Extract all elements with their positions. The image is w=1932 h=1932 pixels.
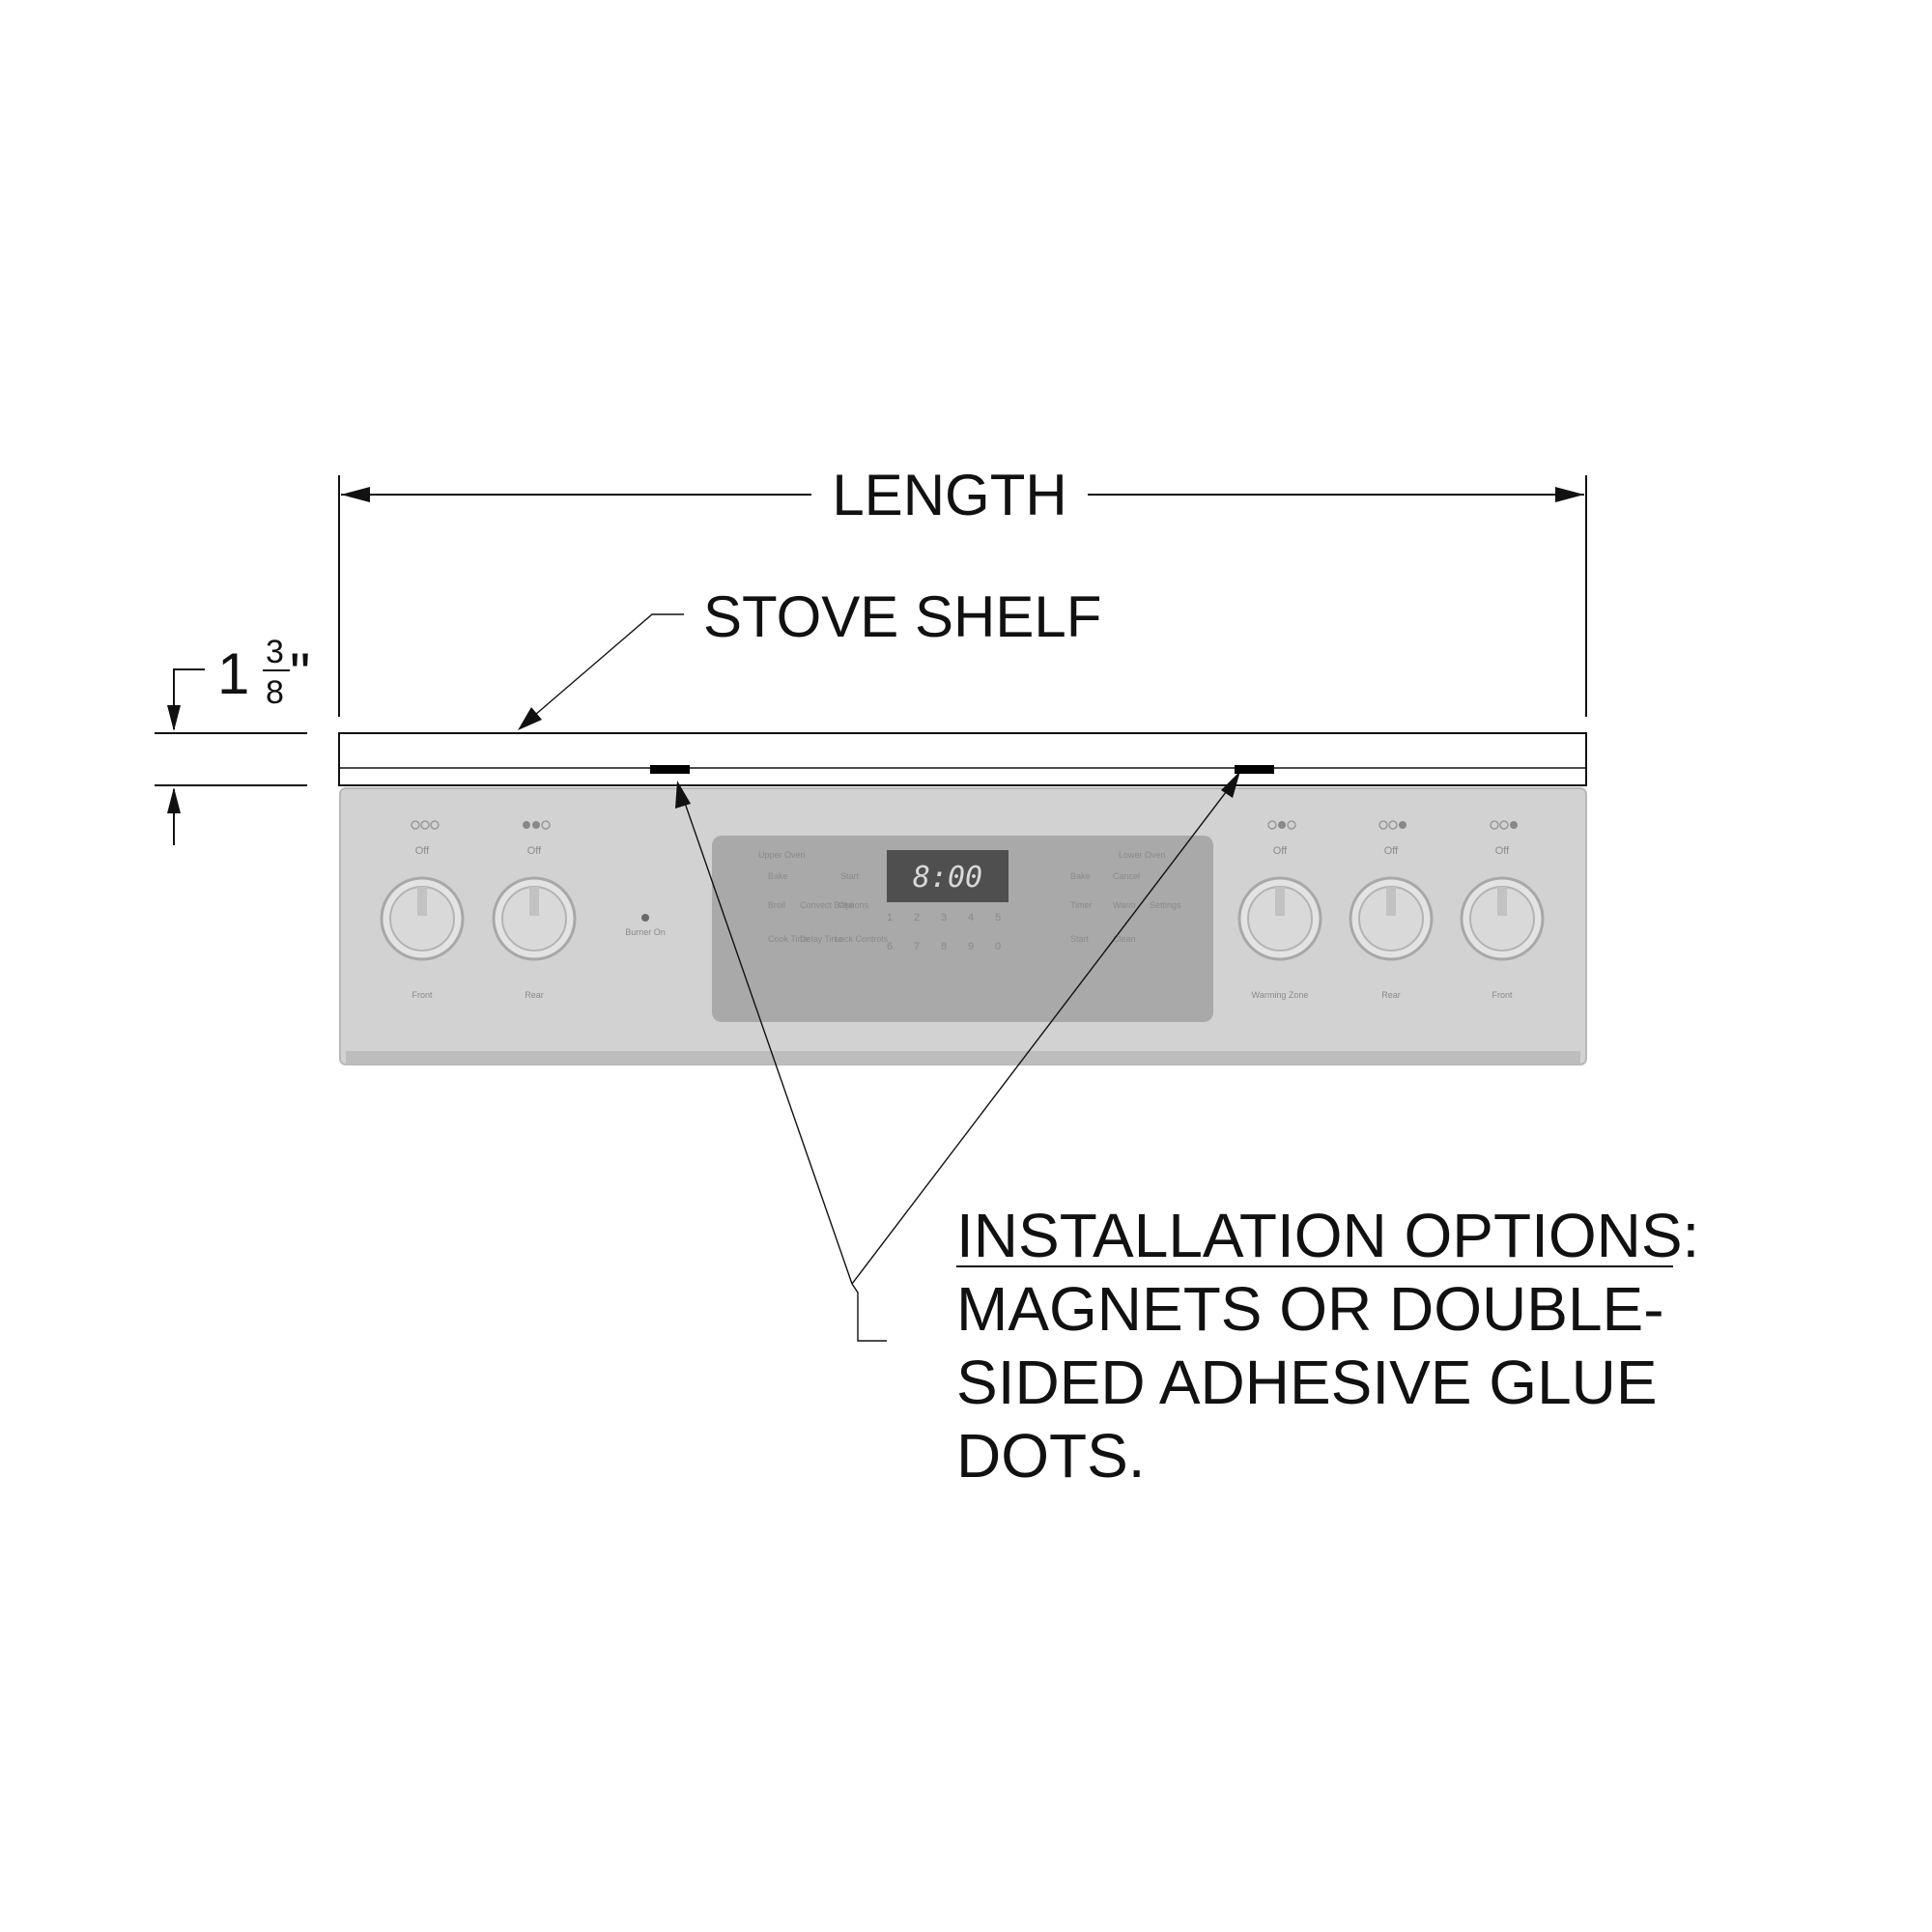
knob-front-left: Off Front bbox=[380, 820, 465, 1000]
knob-rear-left: Off Rear bbox=[492, 820, 577, 1000]
length-label: LENGTH bbox=[832, 463, 1066, 527]
leader-arrow-left-icon bbox=[675, 781, 691, 809]
svg-text:Options: Options bbox=[838, 900, 869, 910]
arrow-down-icon bbox=[167, 705, 181, 731]
arrow-up-icon bbox=[167, 787, 181, 813]
magnet-left bbox=[650, 765, 690, 774]
installation-callout: INSTALLATION OPTIONS: MAGNETS OR DOUBLE-… bbox=[675, 771, 1699, 1491]
arrow-right-icon bbox=[1555, 487, 1584, 502]
svg-text:0: 0 bbox=[995, 941, 1001, 952]
control-glass-panel bbox=[712, 836, 1213, 1022]
height-numerator: 3 bbox=[266, 634, 284, 670]
svg-text:Timer: Timer bbox=[1070, 900, 1093, 910]
svg-text:1: 1 bbox=[887, 912, 893, 923]
svg-text:Warm: Warm bbox=[1113, 900, 1136, 910]
knob-off-label: Off bbox=[527, 845, 542, 857]
svg-text:9: 9 bbox=[968, 941, 974, 952]
svg-text:Lock Controls: Lock Controls bbox=[835, 934, 889, 944]
burner-on-indicator-icon bbox=[641, 914, 649, 922]
svg-text:Bake: Bake bbox=[768, 871, 788, 881]
svg-text:5: 5 bbox=[995, 912, 1001, 923]
install-line-1: MAGNETS OR DOUBLE- bbox=[956, 1274, 1664, 1344]
install-line-2: SIDED ADHESIVE GLUE bbox=[956, 1348, 1658, 1417]
knob-rear-right: Off Rear bbox=[1349, 820, 1434, 1000]
height-denominator: 8 bbox=[266, 674, 284, 711]
svg-text:Upper Oven: Upper Oven bbox=[758, 850, 806, 860]
keypad-digits: 1 2 3 4 5 6 7 8 9 0 bbox=[887, 912, 1001, 952]
panel-left-labels: Upper Oven Bake Broil Cook Time Convect … bbox=[758, 850, 889, 944]
svg-text:Cancel: Cancel bbox=[1113, 871, 1140, 881]
svg-text:7: 7 bbox=[914, 941, 920, 952]
arrow-left-icon bbox=[341, 487, 370, 502]
install-line-3: DOTS. bbox=[956, 1421, 1146, 1491]
callout-arrow-icon bbox=[518, 707, 542, 730]
knob-front-right: Off Front bbox=[1460, 820, 1545, 1000]
clock-display bbox=[887, 850, 1009, 902]
knob-off-label: Off bbox=[1273, 845, 1288, 857]
leader-arrow-right-icon bbox=[1221, 771, 1240, 798]
knob-caption: Rear bbox=[525, 990, 544, 1000]
svg-text:Clean: Clean bbox=[1113, 934, 1136, 944]
stove-shelf bbox=[338, 732, 1587, 786]
knob-caption: Front bbox=[1492, 990, 1513, 1000]
knob-caption: Front bbox=[412, 990, 433, 1000]
shelf-label: STOVE SHELF bbox=[703, 584, 1101, 649]
height-unit: " bbox=[290, 641, 310, 706]
magnet-right bbox=[1235, 765, 1274, 774]
svg-text:Start: Start bbox=[1070, 934, 1090, 944]
height-whole: 1 bbox=[217, 641, 249, 706]
svg-text:Settings: Settings bbox=[1150, 900, 1181, 910]
svg-text:3: 3 bbox=[941, 912, 947, 923]
length-dimension: LENGTH bbox=[338, 463, 1587, 717]
svg-text:2: 2 bbox=[914, 912, 920, 923]
svg-text:Convect Bake: Convect Bake bbox=[800, 900, 854, 910]
knob-caption: Warming Zone bbox=[1252, 990, 1309, 1000]
svg-text:Start: Start bbox=[840, 871, 860, 881]
knob-off-label: Off bbox=[415, 845, 430, 857]
svg-text:Cook Time: Cook Time bbox=[768, 934, 810, 944]
panel-right-labels: Lower Oven Bake Timer Start Cancel Warm … bbox=[1070, 850, 1181, 944]
svg-text:6: 6 bbox=[887, 941, 893, 952]
svg-text:Delay Time: Delay Time bbox=[800, 934, 843, 944]
burner-on-label: Burner On bbox=[625, 927, 666, 937]
knob-warming-zone: Off Warming Zone bbox=[1237, 820, 1322, 1000]
svg-text:Bake: Bake bbox=[1070, 871, 1091, 881]
clock-readout: 8:00 bbox=[913, 861, 982, 895]
svg-text:Broil: Broil bbox=[768, 900, 785, 910]
svg-text:8: 8 bbox=[941, 941, 947, 952]
svg-text:4: 4 bbox=[968, 912, 974, 923]
knob-off-label: Off bbox=[1495, 845, 1510, 857]
install-heading: INSTALLATION OPTIONS: bbox=[956, 1201, 1699, 1270]
svg-text:Lower Oven: Lower Oven bbox=[1119, 850, 1166, 860]
knob-caption: Rear bbox=[1381, 990, 1401, 1000]
knob-off-label: Off bbox=[1384, 845, 1399, 857]
stove-backsplash: 8:00 Upper Oven Bake Broil Cook Time Con… bbox=[339, 787, 1587, 1065]
shelf-callout: STOVE SHELF bbox=[518, 584, 1101, 730]
height-dimension: 1 3 8 " bbox=[155, 634, 310, 845]
